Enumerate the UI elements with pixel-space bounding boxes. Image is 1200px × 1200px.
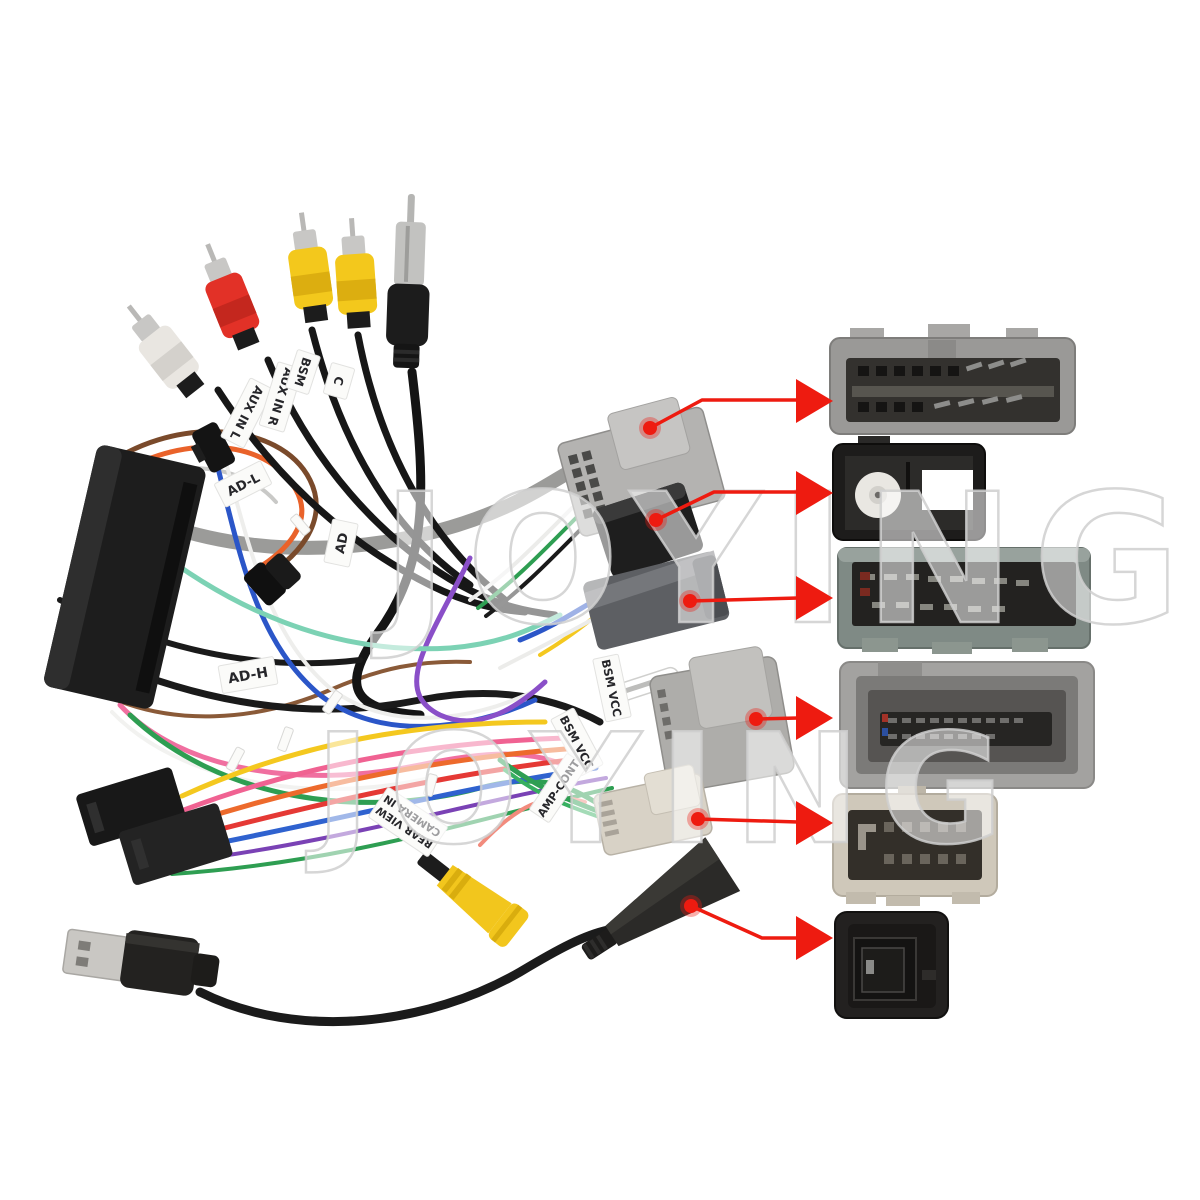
tag-aux-in-l: AUX IN L: [220, 377, 274, 449]
pin-slot-row: [858, 366, 959, 412]
red-arrow-4: [745, 696, 833, 740]
black-adapter-connector: [581, 837, 741, 960]
tag-ad: AD: [323, 518, 359, 568]
car-connector-5-beige: [832, 786, 998, 906]
sm-plug-mid: [243, 553, 301, 606]
sm-plug-top: [190, 422, 235, 473]
red-arrows: [639, 379, 833, 960]
black-cable-3: [308, 326, 474, 589]
pin-glints: [862, 574, 1029, 612]
metal-pins: [933, 357, 1027, 409]
blue-lead: [517, 599, 595, 643]
usb-plug: [62, 928, 220, 996]
black-cable-2: [264, 356, 559, 619]
brown-wire: [97, 429, 319, 588]
pin-slots: [567, 450, 608, 519]
canbus-box: [44, 445, 206, 709]
rca-plug-yellow-2: [335, 217, 378, 329]
red-arrow-6: [680, 895, 833, 960]
car-connector-4-gray-large: [839, 661, 1095, 789]
tag-ad-text: AD: [333, 531, 352, 555]
car-connector-2-antenna: [832, 436, 986, 541]
green-lead: [476, 514, 580, 610]
feet: [846, 892, 980, 906]
rib-marks: [598, 799, 620, 837]
black-cable-1: [214, 386, 529, 616]
tag-bsm-vcc-1: BSM VCC: [592, 653, 632, 723]
red-arrow-5: [687, 801, 833, 845]
tag-ad-h: AD-H: [217, 656, 279, 694]
yellow-fan-wire: [179, 719, 548, 799]
rca-plug-red: [204, 243, 260, 351]
red-arrow-2: [645, 471, 833, 531]
usb-cable: [195, 925, 613, 1027]
orange-fan-wire: [183, 745, 581, 827]
white-lead-2: [498, 616, 597, 670]
watermark-text-1: JOYING: [370, 456, 1198, 665]
car-connector-1-gray: [829, 324, 1076, 435]
antenna-plug: [386, 193, 430, 369]
pin-slots: [657, 689, 674, 740]
black-cable-4: [354, 331, 509, 604]
square-holes: [884, 822, 966, 864]
harness-connector-gray-large: [649, 646, 795, 794]
feet: [862, 638, 1048, 654]
tag-ad-h-text: AD-H: [227, 665, 269, 688]
white-wire: [220, 446, 534, 720]
watermark-text-2: JOYING: [306, 701, 1022, 878]
car-connector-6-black: [834, 911, 949, 1019]
tag-bsm: BSM: [285, 349, 321, 395]
harness-connector-beige: [593, 764, 713, 856]
antenna-cable: [352, 367, 426, 720]
harness-connector-dark-gray: [583, 550, 730, 650]
red-arrow-3: [679, 576, 833, 620]
tag-ad-l: AD-L: [214, 460, 272, 508]
harness-connector-black: [593, 482, 703, 578]
iso-power-connector: [76, 767, 233, 885]
red-arrow-1: [639, 379, 833, 439]
joying-watermark: JOYING JOYING: [304, 455, 1198, 880]
black-lead: [484, 522, 588, 618]
tag-camera-text: C: [331, 375, 347, 388]
car-connector-3-graygreen: [837, 547, 1091, 654]
tag-camera: C: [323, 362, 355, 400]
white-wire-2: [110, 710, 432, 791]
pink-fan-wire: [181, 735, 568, 813]
white-lead: [468, 506, 574, 602]
pin-slot-strip: [888, 718, 1023, 739]
teal-wire: [147, 542, 563, 652]
rca-plug-white: [126, 304, 205, 399]
rca-plug-yellow-1: [288, 212, 334, 324]
rca-jack-yellow-camera: [417, 851, 529, 947]
purple-wire: [414, 555, 548, 724]
